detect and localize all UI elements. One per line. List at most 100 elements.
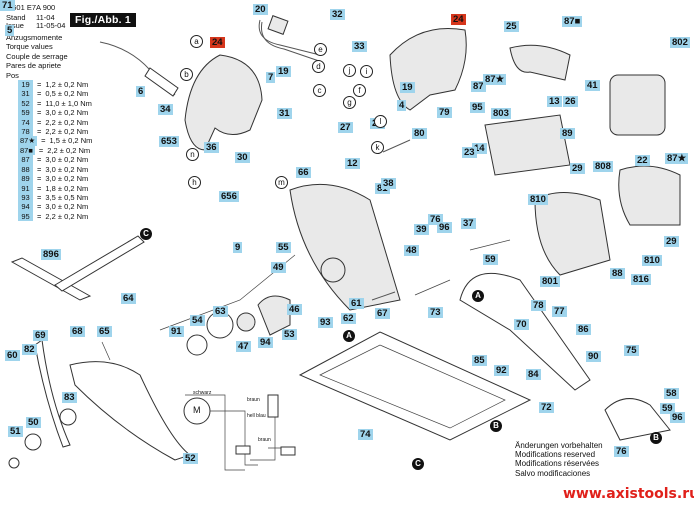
torque-row: 78=2,2 ± 0,2 Nm bbox=[6, 127, 92, 137]
part-label: 810 bbox=[642, 255, 662, 266]
part-label: 55 bbox=[276, 242, 291, 253]
part-label: 14 bbox=[472, 143, 487, 154]
part-label: 87★ bbox=[483, 74, 507, 85]
torque-value: 3,5 ± 0,5 Nm bbox=[45, 192, 89, 202]
base-plate bbox=[298, 331, 532, 441]
torque-eq: = bbox=[37, 108, 42, 118]
part-label: 74 bbox=[358, 429, 373, 440]
part-label: 79 bbox=[437, 107, 452, 118]
motor-symbol: M bbox=[193, 405, 201, 415]
part-label: 803 bbox=[491, 108, 511, 119]
wiring-diagram bbox=[183, 394, 296, 471]
part-label: 4 bbox=[397, 100, 407, 111]
issue-value: 11-05-04 bbox=[36, 21, 66, 30]
flange-50 bbox=[59, 408, 77, 426]
part-label: 78 bbox=[531, 300, 546, 311]
torque-value: 2,2 ± 0,2 Nm bbox=[45, 117, 89, 127]
part-label: 38 bbox=[381, 178, 396, 189]
stand-label: Stand bbox=[6, 13, 26, 22]
part-label: 41 bbox=[585, 80, 600, 91]
part-label: 96 bbox=[437, 222, 452, 233]
torque-title-en: Torque values bbox=[6, 42, 53, 52]
part-label: 87★ bbox=[665, 153, 689, 164]
part-label: 66 bbox=[296, 167, 311, 178]
torque-eq: = bbox=[37, 202, 42, 212]
torque-value: 11,0 ± 1,0 Nm bbox=[45, 98, 92, 108]
wire-ref-circle: e bbox=[314, 43, 327, 56]
part-label: 53 bbox=[282, 329, 297, 340]
part-label: 71 bbox=[0, 0, 15, 11]
torque-eq: = bbox=[37, 127, 42, 137]
torque-value: 2,2 ± 0,2 Nm bbox=[45, 211, 89, 221]
torque-value: 2,2 ± 0,2 Nm bbox=[45, 127, 89, 137]
blade-guard bbox=[289, 183, 401, 311]
torque-value: 3,0 ± 0,2 Nm bbox=[45, 202, 89, 212]
part-label: 39 bbox=[414, 224, 429, 235]
assembly-ref-marker: B bbox=[650, 432, 662, 444]
part-label: 26 bbox=[563, 96, 578, 107]
torque-pos: 87★ bbox=[18, 136, 38, 146]
part-label: 48 bbox=[404, 245, 419, 256]
part-label: 51 bbox=[8, 426, 23, 437]
torque-eq: = bbox=[37, 174, 42, 184]
torque-row: 94=3,0 ± 0,2 Nm bbox=[6, 202, 92, 212]
part-label: 23 bbox=[462, 147, 477, 158]
part-label: 82 bbox=[22, 344, 37, 355]
part-label: 29 bbox=[664, 236, 679, 247]
torque-row: 87=3,0 ± 0,2 Nm bbox=[6, 155, 92, 165]
lever bbox=[34, 339, 71, 448]
torque-pos: 59 bbox=[18, 108, 33, 118]
part-label: 59 bbox=[660, 403, 675, 414]
torque-table: Anzugsmomente Torque values Couple de se… bbox=[6, 33, 92, 222]
torque-row: 31=0,5 ± 0,2 Nm bbox=[6, 89, 92, 99]
part-label: 54 bbox=[190, 315, 205, 326]
part-label: 67 bbox=[375, 308, 390, 319]
cover-part bbox=[509, 44, 571, 81]
assembly-ref-marker: B bbox=[490, 420, 502, 432]
torque-eq: = bbox=[37, 155, 42, 165]
wire-ref-circle: k bbox=[371, 141, 384, 154]
torque-row: 87★=1,5 ± 0,2 Nm bbox=[6, 136, 92, 146]
torque-row: 88=3,0 ± 0,2 Nm bbox=[6, 164, 92, 175]
torque-pos: 95 bbox=[18, 211, 33, 222]
part-label: 72 bbox=[539, 402, 554, 413]
switch-cable bbox=[258, 19, 321, 56]
part-label: 96 bbox=[670, 412, 685, 423]
part-label: 76 bbox=[614, 446, 629, 457]
part-label: 90 bbox=[586, 351, 601, 362]
part-label: 85 bbox=[472, 355, 487, 366]
part-label: 32 bbox=[330, 9, 345, 20]
part-label: 91 bbox=[169, 326, 184, 337]
part-label: 24 bbox=[210, 37, 225, 48]
torque-value: 1,8 ± 0,2 Nm bbox=[45, 183, 89, 193]
issue-label: Issue bbox=[6, 21, 24, 30]
torque-eq: = bbox=[37, 98, 42, 108]
rod-80 bbox=[382, 139, 411, 153]
part-label: 89 bbox=[560, 128, 575, 139]
part-label: 25 bbox=[504, 21, 519, 32]
torque-pos: 87 bbox=[18, 155, 33, 165]
part-label: 810 bbox=[528, 194, 548, 205]
torque-title-pos: Pos bbox=[6, 70, 19, 80]
part-label: 76 bbox=[428, 214, 443, 225]
part-label: 95 bbox=[470, 102, 485, 113]
part-label: 59 bbox=[483, 254, 498, 265]
torque-eq: = bbox=[37, 89, 42, 99]
part-label: 52 bbox=[183, 453, 198, 464]
part-label: 75 bbox=[624, 345, 639, 356]
torque-pos: 87■ bbox=[18, 145, 35, 156]
part-label: 13 bbox=[547, 96, 562, 107]
torque-pos: 88 bbox=[18, 164, 33, 175]
brush-holder-housing bbox=[618, 165, 681, 226]
torque-pos: 31 bbox=[18, 89, 33, 99]
figure-label: Fig./Abb. 1 bbox=[70, 13, 136, 27]
flange-bearing-53 bbox=[257, 295, 291, 336]
part-label: 65 bbox=[97, 326, 112, 337]
part-label: 27 bbox=[338, 122, 353, 133]
part-label: 88 bbox=[610, 268, 625, 279]
rod-60 bbox=[101, 341, 111, 361]
part-label: 83 bbox=[62, 392, 77, 403]
part-label: 69 bbox=[33, 330, 48, 341]
part-label: 60 bbox=[5, 350, 20, 361]
